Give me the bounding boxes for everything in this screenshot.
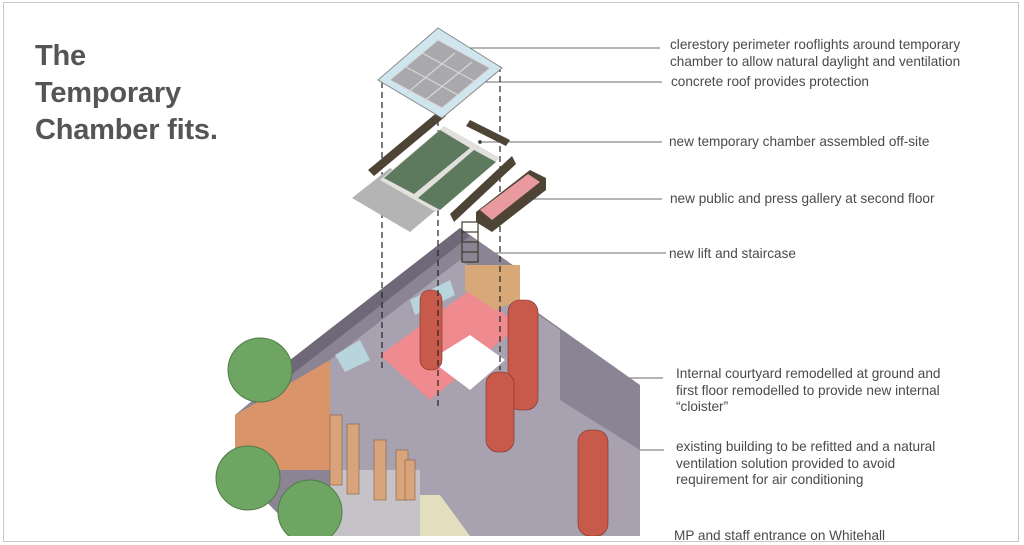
annotation-line: new temporary chamber assembled off-site	[669, 134, 930, 149]
press-gallery	[450, 156, 546, 232]
temporary-chamber	[352, 110, 510, 232]
annotation-line: concrete roof provides protection	[671, 74, 869, 89]
annotation-line: new public and press gallery at second f…	[670, 191, 935, 206]
title-line: Chamber fits.	[35, 114, 218, 146]
page-title: The Temporary Chamber fits.	[35, 38, 218, 149]
annotation-temporary-chamber: new temporary chamber assembled off-site	[669, 134, 929, 151]
concrete-roof	[377, 27, 503, 119]
lift-staircase	[461, 221, 479, 263]
annotation-lift: new lift and staircase	[669, 246, 796, 263]
existing-building	[215, 228, 640, 536]
annotation-line: requirement for air conditioning	[676, 472, 864, 487]
annotation-line: “cloister”	[676, 399, 729, 414]
annotation-existing-building: existing building to be refitted and a n…	[676, 439, 935, 489]
title-line: The	[35, 40, 86, 72]
annotation-line: new lift and staircase	[669, 246, 796, 261]
annotation-line: first floor remodelled to provide new in…	[676, 382, 940, 398]
annotation-line: Internal courtyard remodelled at ground …	[676, 366, 941, 381]
title-line: Temporary	[35, 77, 181, 109]
annotation-line: existing building to be refitted and a n…	[676, 439, 936, 454]
annotation-courtyard: Internal courtyard remodelled at ground …	[676, 366, 941, 416]
annotation-line: chamber to allow natural daylight and ve…	[670, 53, 961, 69]
annotation-gallery: new public and press gallery at second f…	[670, 191, 934, 208]
annotation-line: ventilation solution provided to avoid	[676, 455, 896, 471]
annotation-concrete-roof: concrete roof provides protection	[671, 74, 869, 91]
annotation-rooflights: clerestory perimeter rooflights around t…	[670, 37, 960, 70]
annotation-line: clerestory perimeter rooflights around t…	[670, 37, 961, 52]
annotation-line: MP and staff entrance on Whitehall	[674, 528, 886, 543]
annotation-entrance: MP and staff entrance on Whitehall	[674, 528, 885, 545]
